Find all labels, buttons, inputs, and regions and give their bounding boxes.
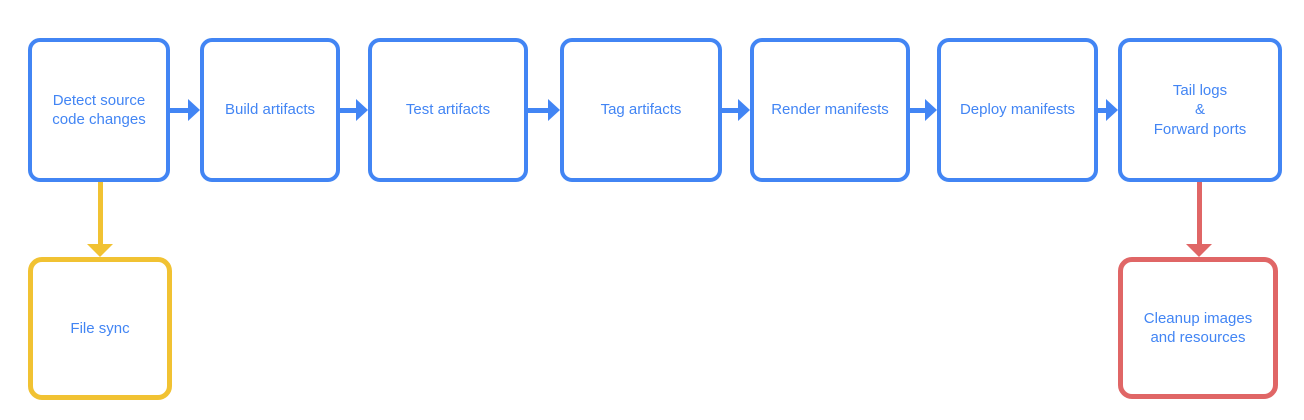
arrow-head-down-icon xyxy=(1186,244,1212,257)
arrow-line xyxy=(97,182,103,244)
arrow-line xyxy=(1196,182,1202,244)
arrow-head-right-icon xyxy=(188,99,200,121)
arrow-line xyxy=(722,107,738,113)
node-file-sync: File sync xyxy=(28,257,172,400)
arrow-head-right-icon xyxy=(356,99,368,121)
arrow-build-to-test xyxy=(340,99,368,121)
node-label: Test artifacts xyxy=(405,101,491,119)
arrow-head-right-icon xyxy=(738,99,750,121)
arrow-render-to-deploy xyxy=(910,99,937,121)
arrow-line xyxy=(528,107,548,113)
node-label: Tail logs & Forward ports xyxy=(1153,82,1247,138)
arrow-tag-to-render xyxy=(722,99,750,121)
node-tag-artifacts: Tag artifacts xyxy=(560,38,722,182)
arrow-test-to-tag xyxy=(528,99,560,121)
node-label: Build artifacts xyxy=(224,101,316,119)
arrow-tail-logs-to-cleanup xyxy=(1186,182,1212,257)
node-label: Render manifests xyxy=(771,101,889,119)
arrow-line xyxy=(910,107,925,113)
arrow-line xyxy=(170,107,188,113)
arrow-line xyxy=(1098,107,1106,113)
arrow-head-right-icon xyxy=(925,99,937,121)
node-render-manifests: Render manifests xyxy=(750,38,910,182)
node-label: Tag artifacts xyxy=(600,101,682,119)
arrow-detect-to-file-sync xyxy=(87,182,113,257)
arrow-detect-to-build xyxy=(170,99,200,121)
arrow-head-down-icon xyxy=(87,244,113,257)
node-label: Deploy manifests xyxy=(959,101,1076,119)
node-label: File sync xyxy=(70,319,130,337)
node-tail-logs-forward-ports: Tail logs & Forward ports xyxy=(1118,38,1282,182)
arrow-deploy-to-tail-logs xyxy=(1098,99,1118,121)
node-build-artifacts: Build artifacts xyxy=(200,38,340,182)
node-cleanup-images-and-resources: Cleanup images and resources xyxy=(1118,257,1278,399)
node-label: Cleanup images and resources xyxy=(1143,309,1253,346)
arrow-line xyxy=(340,107,356,113)
node-test-artifacts: Test artifacts xyxy=(368,38,528,182)
node-label: Detect source code changes xyxy=(52,91,146,128)
node-detect-source-code-changes: Detect source code changes xyxy=(28,38,170,182)
node-deploy-manifests: Deploy manifests xyxy=(937,38,1098,182)
arrow-head-right-icon xyxy=(548,99,560,121)
arrow-head-right-icon xyxy=(1106,99,1118,121)
